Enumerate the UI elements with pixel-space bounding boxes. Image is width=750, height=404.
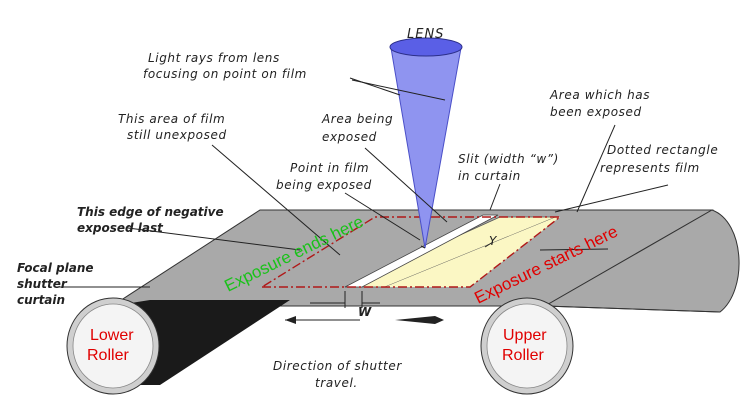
curtain-slit: [344, 214, 499, 288]
focal-plane-label-1: Focal plane: [17, 261, 94, 275]
area-exposed-label-1: Area which has: [549, 88, 650, 102]
y-mark-label: Y: [489, 234, 498, 248]
direction-label-2: travel.: [315, 376, 358, 390]
slit-label-2: in curtain: [458, 169, 521, 183]
area-being-exposed-label-2: exposed: [322, 130, 377, 144]
light-rays-label-1: Light rays from lens: [148, 51, 280, 65]
lens-label: LENS: [407, 27, 444, 42]
film-rectangle: [259, 216, 563, 288]
focal-plane-label-2: shutter: [17, 277, 68, 291]
upper-roller: [480, 297, 574, 395]
unexposed-label-2: still unexposed: [127, 128, 227, 142]
direction-label-1: Direction of shutter: [273, 359, 402, 373]
edge-negative-label-1: This edge of negative: [77, 205, 224, 219]
unexposed-label-1: This area of film: [118, 112, 225, 126]
area-being-exposed-label-1: Area being: [321, 112, 393, 126]
lower-roller: [66, 297, 160, 395]
light-rays-label-2: focusing on point on film: [143, 67, 307, 81]
upper-roller-label-2: Roller: [502, 347, 544, 364]
point-in-film-label-1: Point in film: [290, 161, 369, 175]
lens-group: [389, 37, 463, 249]
area-exposed-label-2: been exposed: [550, 105, 642, 119]
lower-roller-label-2: Roller: [87, 347, 129, 364]
lower-roller-label-1: Lower: [90, 327, 134, 344]
slit-label-1: Slit (width “w”): [458, 152, 559, 166]
dotted-rect-label-2: represents film: [600, 161, 700, 175]
focal-plane-label-3: curtain: [17, 293, 65, 307]
upper-roller-label-1: Upper: [503, 327, 547, 344]
edge-negative-label-2: exposed last: [77, 221, 164, 235]
lens-icon: [389, 37, 463, 57]
width-w-label: W: [358, 305, 372, 319]
dotted-rect-label-1: Dotted rectangle: [607, 143, 718, 157]
leader-lines: [56, 77, 669, 324]
point-in-film-label-2: being exposed: [276, 178, 372, 192]
